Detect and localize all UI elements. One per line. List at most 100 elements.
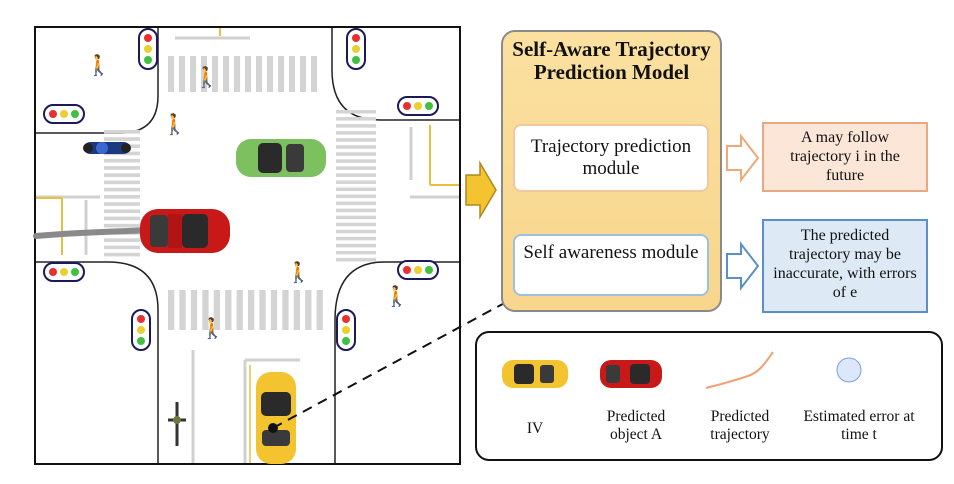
traffic-light-lamp	[137, 315, 145, 323]
traffic-light-lamp	[403, 102, 411, 110]
pedestrian-icon: 🚶	[384, 284, 409, 308]
traffic-light-lamp	[403, 266, 411, 274]
crosswalk-stripe	[336, 187, 376, 192]
crosswalk-stripe	[104, 180, 140, 185]
crosswalk-stripe	[104, 195, 140, 199]
crosswalk-stripe	[104, 223, 140, 228]
crosswalk-stripe	[282, 290, 289, 330]
traffic-light-lamp	[71, 110, 79, 118]
crosswalk-stripe	[336, 243, 376, 248]
crosswalk-stripe	[259, 290, 266, 330]
traffic-light-lamp	[352, 45, 360, 53]
crosswalk-stripe	[336, 110, 376, 114]
crosswalk-stripe	[336, 236, 376, 241]
crosswalk-stripe	[293, 290, 300, 330]
crosswalk-stripe	[336, 152, 376, 156]
crosswalk-stripe	[267, 56, 274, 92]
crosswalk-stripe	[104, 252, 140, 257]
traffic-light-lamp	[60, 110, 68, 118]
traffic-light-lamp	[414, 266, 422, 274]
crosswalk-stripe	[104, 158, 140, 163]
green-car	[236, 139, 326, 177]
curb-bottom-left	[36, 261, 159, 463]
crosswalk-stripe	[311, 56, 318, 92]
self-awareness-module: Self awareness module	[513, 234, 709, 296]
self-awareness-module-label: Self awareness module	[523, 242, 699, 263]
pedestrian-icon: 🚶	[286, 260, 311, 284]
arrow-right-icon	[465, 160, 497, 220]
arrow-right-icon	[726, 133, 760, 183]
crosswalk-stripe	[104, 137, 140, 141]
crosswalk-stripe	[104, 173, 140, 177]
crosswalk-stripe	[190, 290, 198, 330]
traffic-light-lamp	[342, 337, 350, 345]
crosswalks	[104, 56, 376, 330]
traffic-light-lamp	[144, 45, 152, 53]
pedestrian-icon: 🚶	[86, 53, 111, 77]
curb-top-right	[331, 28, 459, 121]
traffic-lights	[43, 28, 439, 351]
traffic-light-lamp	[414, 102, 422, 110]
traffic-light-lamp	[425, 102, 433, 110]
crosswalk-stripe	[179, 290, 186, 330]
crosswalk-stripe	[104, 216, 140, 221]
crosswalk-stripe	[104, 209, 140, 214]
traffic-light-lamp	[60, 268, 68, 276]
crosswalk-stripe	[316, 290, 323, 330]
iv-car	[256, 372, 296, 464]
crosswalk-stripe	[336, 222, 376, 227]
legend-predicted-object-label: Predicted object A	[606, 408, 666, 444]
legend-iv-label: IV	[526, 420, 544, 437]
crosswalk-stripe	[190, 56, 197, 92]
traffic-light-lamp	[137, 326, 145, 334]
crosswalk-stripe	[300, 56, 307, 92]
crosswalk-stripe	[223, 56, 230, 92]
legend-predicted-trajectory-label: Predicted trajectory	[710, 408, 770, 444]
crosswalk-stripe	[248, 290, 255, 330]
crosswalk-stripe	[336, 201, 376, 206]
crosswalk-stripe	[104, 245, 140, 250]
crosswalk-stripe	[336, 257, 376, 262]
traffic-light-lamp	[342, 326, 350, 334]
crosswalk-stripe	[179, 56, 186, 92]
crosswalk-stripe	[336, 250, 376, 255]
crosswalk-stripe	[270, 290, 278, 330]
crosswalk-stripe	[168, 56, 175, 92]
traffic-light-lamp	[352, 56, 360, 64]
crosswalk-stripe	[104, 187, 140, 192]
crosswalk-stripe	[336, 145, 376, 149]
trajectory-prediction-module: Trajectory prediction module	[513, 124, 709, 192]
crosswalk-stripe	[336, 215, 376, 220]
crosswalk-stripe	[336, 229, 376, 234]
crosswalk-stripe	[278, 56, 285, 92]
trajectory-module-label: Trajectory prediction module	[530, 136, 692, 180]
crosswalk-stripe	[104, 130, 140, 134]
crosswalk-stripe	[336, 180, 376, 184]
crosswalk-stripe	[336, 173, 376, 177]
traffic-light-lamp	[144, 56, 152, 64]
crosswalk-stripe	[336, 194, 376, 199]
awareness-output-text: The predicted trajectory may be inaccura…	[773, 227, 917, 301]
crosswalk-stripe	[104, 202, 140, 206]
trajectory-output-box: A may follow trajectory i in the future	[762, 122, 928, 192]
scene-frame	[34, 26, 461, 465]
crosswalk-stripe	[336, 159, 376, 163]
traffic-light-lamp	[137, 337, 145, 345]
crosswalk-stripe	[104, 166, 140, 170]
crosswalk-stripe	[336, 131, 376, 135]
crosswalk-stripe	[213, 290, 220, 330]
traffic-light-lamp	[49, 268, 57, 276]
traffic-light-lamp	[352, 34, 360, 42]
crosswalk-stripe	[336, 124, 376, 128]
crosswalk-stripe	[225, 290, 232, 330]
predicted-object-car	[140, 209, 230, 253]
crosswalk-stripe	[202, 290, 209, 330]
traffic-light-lamp	[425, 266, 433, 274]
crosswalk-stripe	[305, 290, 312, 330]
crosswalk-stripe	[236, 290, 243, 330]
crosswalk-stripe	[336, 166, 376, 170]
legend-estimated-error-label: Estimated error at time t	[803, 408, 915, 444]
awareness-output-box: The predicted trajectory may be inaccura…	[762, 219, 928, 313]
